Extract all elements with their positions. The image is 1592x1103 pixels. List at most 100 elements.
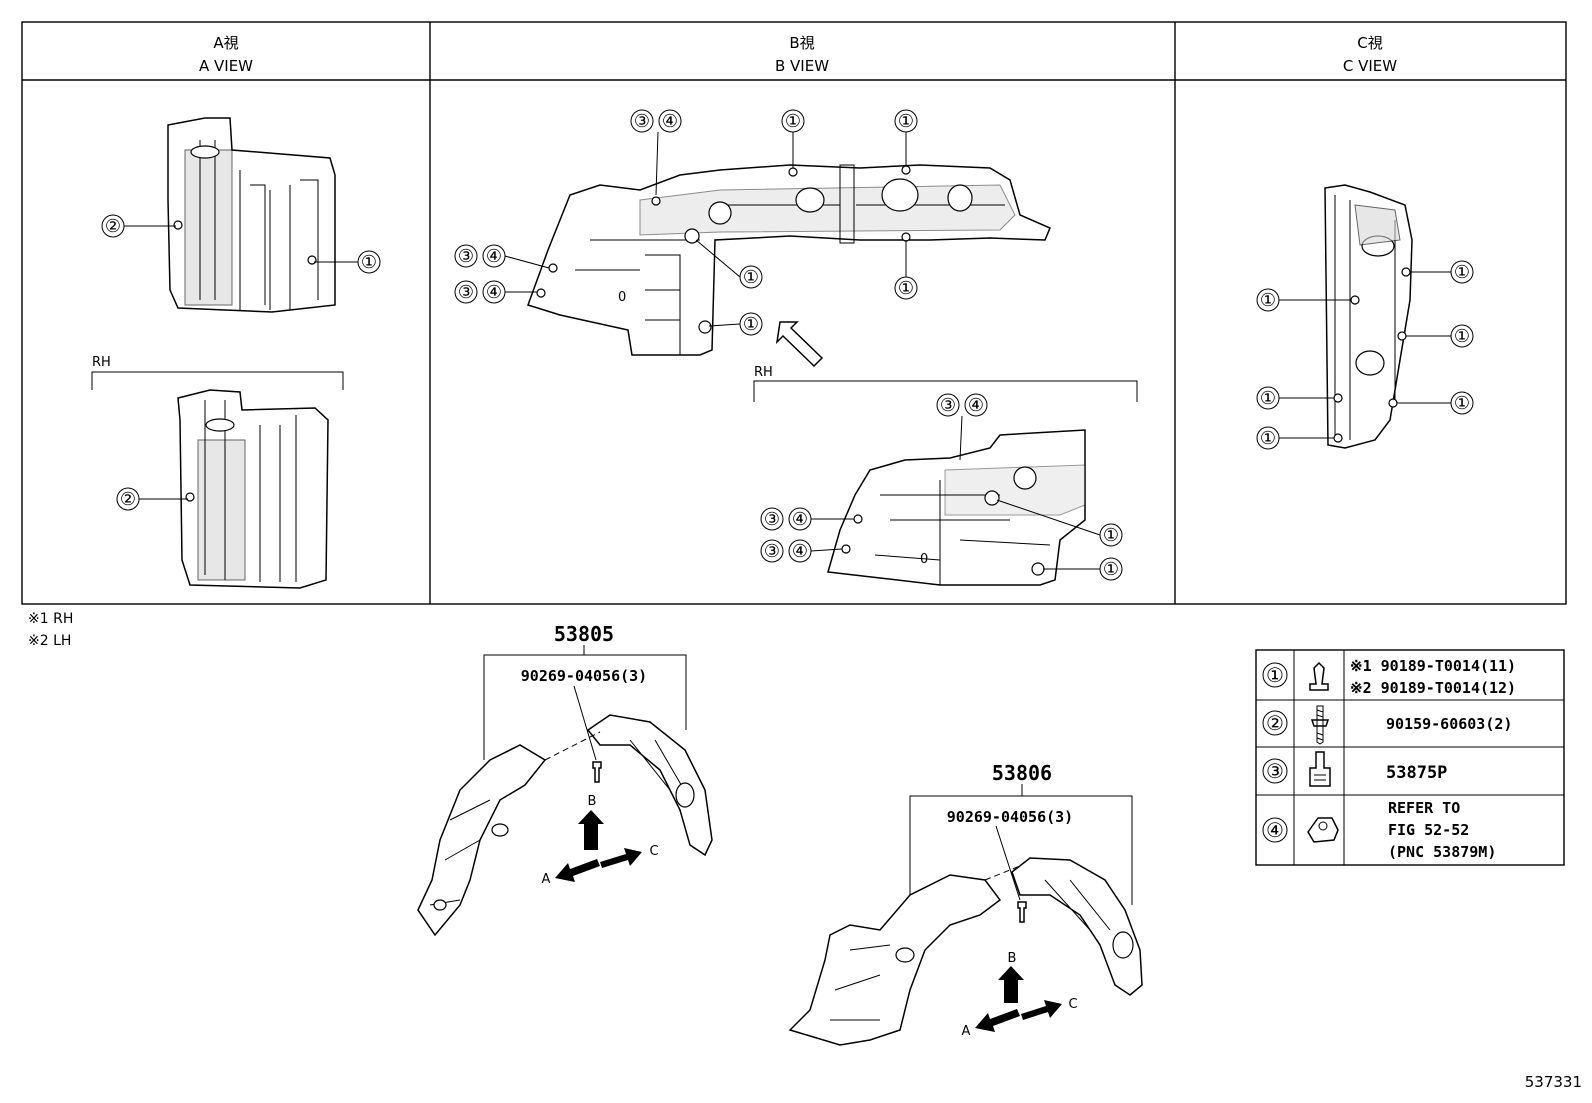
note-rh: ※1 RH <box>28 611 73 627</box>
b-callout-34-low <box>454 280 537 304</box>
b-view-zero-mark: 0 <box>618 290 626 305</box>
b-rh-callout-4-top: ④ <box>968 395 984 416</box>
b-view-liner-lh <box>527 164 1051 356</box>
b-rh-callout-34-mid <box>760 507 854 531</box>
screw-icon <box>1310 705 1330 745</box>
c-callout-1-r1-label: ① <box>1454 262 1470 283</box>
b-view-liner-rh <box>827 429 1086 586</box>
c-callout-1-r3 <box>1397 391 1474 415</box>
c-callout-1-l3 <box>1256 426 1334 450</box>
b-callout-1-top-b-label: ① <box>898 111 914 132</box>
b-rh-callout-4-mid: ④ <box>792 509 808 530</box>
b-view-direction-arrow <box>775 321 824 368</box>
b-callout-3-low: ③ <box>458 282 474 303</box>
a-view-title-jp: A視 <box>213 34 238 52</box>
assembly-1-direction-arrows <box>555 810 642 882</box>
b-rh-callout-3-mid: ③ <box>764 509 780 530</box>
a-callout-2-top <box>101 214 176 238</box>
a-callout-2-rh <box>116 487 188 511</box>
assembly-2-liner <box>788 857 1143 1046</box>
b-callout-1-low <box>708 312 763 336</box>
a-view-title-en: A VIEW <box>199 57 253 75</box>
b-view-rh-zero-mark: 0 <box>920 552 928 567</box>
assembly-1-arrow-b: B <box>588 794 597 809</box>
assembly-1-arrow-c: C <box>649 844 658 859</box>
b-rh-callout-1-upper <box>996 499 1123 547</box>
note-lh: ※2 LH <box>28 633 71 649</box>
b-callout-3-top: ③ <box>634 111 650 132</box>
assembly-1-liner <box>417 714 713 937</box>
b-callout-1-top-a <box>781 109 805 168</box>
assembly-2-arrow-b: B <box>1008 951 1017 966</box>
b-view-title-en: B VIEW <box>775 57 829 75</box>
legend-row-3-line-1: 53875P <box>1386 763 1447 783</box>
legend-row-1-line-1: ※1 90189-T0014(11) <box>1350 657 1516 675</box>
assembly-1-arrow-a: A <box>542 872 551 887</box>
b-callout-4-mid: ④ <box>486 246 502 267</box>
c-callout-1-l1 <box>1256 288 1351 312</box>
b-rh-callout-3-low: ③ <box>764 541 780 562</box>
b-callout-1-right-label: ① <box>898 278 914 299</box>
b-callout-3-mid: ③ <box>458 246 474 267</box>
b-rh-callout-1-upper-label: ① <box>1103 525 1119 546</box>
screw-grommet-icon <box>1309 751 1331 787</box>
b-callout-1-mid-label: ① <box>743 267 759 288</box>
b-rh-callout-1-lower <box>1043 557 1123 581</box>
assembly-2-arrow-c: C <box>1068 997 1077 1012</box>
c-callout-1-r2-label: ① <box>1454 326 1470 347</box>
b-callout-1-right <box>894 240 918 300</box>
legend-row-1-line-2: ※2 90189-T0014(12) <box>1350 679 1516 697</box>
a-callout-1 <box>314 250 381 274</box>
c-callout-1-r2 <box>1406 324 1474 348</box>
legend-ref-1: ① <box>1266 663 1284 687</box>
c-view-liner <box>1324 184 1413 449</box>
assembly-2-bracket <box>909 784 1133 910</box>
legend-ref-3: ③ <box>1266 759 1284 783</box>
c-view-title-jp: C視 <box>1357 34 1382 52</box>
assembly-1-part-no: 53805 <box>554 622 614 646</box>
b-callout-4-low: ④ <box>486 282 502 303</box>
c-callout-1-l2 <box>1256 386 1334 410</box>
assembly-2-part-no: 53806 <box>992 761 1052 785</box>
nut-icon <box>1307 817 1339 843</box>
c-callout-1-l2-label: ① <box>1260 388 1276 409</box>
b-callout-1-top-a-label: ① <box>785 111 801 132</box>
a-view-liner-lh <box>167 117 336 313</box>
b-callout-1-low-label: ① <box>743 314 759 335</box>
legend-ref-4: ④ <box>1266 818 1284 842</box>
b-view-rh-label: RH <box>754 365 773 380</box>
c-callout-1-l1-label: ① <box>1260 290 1276 311</box>
assembly-1-clip: 90269-04056(3) <box>521 667 647 685</box>
legend-row-2-line-1: 90159-60603(2) <box>1386 715 1512 733</box>
b-callout-1-top-b <box>894 109 918 166</box>
b-callout-4-top: ④ <box>662 111 678 132</box>
assembly-1-bracket <box>483 645 687 761</box>
legend-ref-2: ② <box>1266 711 1284 735</box>
legend-row-4-line-1: REFER TO <box>1388 799 1460 817</box>
legend-row-4-line-2: FIG 52-52 <box>1388 821 1469 839</box>
a-view-rh-label: RH <box>92 355 111 370</box>
a-callout-1-label: ① <box>361 252 377 273</box>
c-view-title-en: C VIEW <box>1343 57 1397 75</box>
a-view-liner-rh <box>177 389 329 589</box>
b-rh-callout-34-top <box>936 393 988 461</box>
assembly-2-clip: 90269-04056(3) <box>947 808 1073 826</box>
b-view-title-jp: B視 <box>789 34 814 52</box>
b-callout-1-mid <box>695 239 763 289</box>
c-callout-1-r1 <box>1410 260 1474 284</box>
b-callout-34-mid <box>454 244 550 269</box>
b-rh-callout-1-lower-label: ① <box>1103 559 1119 580</box>
legend-row-4-line-3: (PNC 53879M) <box>1388 843 1496 861</box>
clip-icon <box>1309 661 1329 691</box>
assembly-2-direction-arrows <box>975 966 1062 1032</box>
view-grid <box>21 21 1567 605</box>
b-rh-callout-3-top: ③ <box>940 395 956 416</box>
figure-id: 537331 <box>1525 1073 1582 1091</box>
assembly-2-arrow-a: A <box>962 1024 971 1039</box>
b-callout-34-top <box>630 109 682 196</box>
c-callout-1-r3-label: ① <box>1454 393 1470 414</box>
a-callout-2-rh-label: ② <box>120 489 136 510</box>
a-callout-2-top-label: ② <box>105 216 121 237</box>
b-rh-callout-4-low: ④ <box>792 541 808 562</box>
b-rh-callout-34-low <box>760 539 843 563</box>
